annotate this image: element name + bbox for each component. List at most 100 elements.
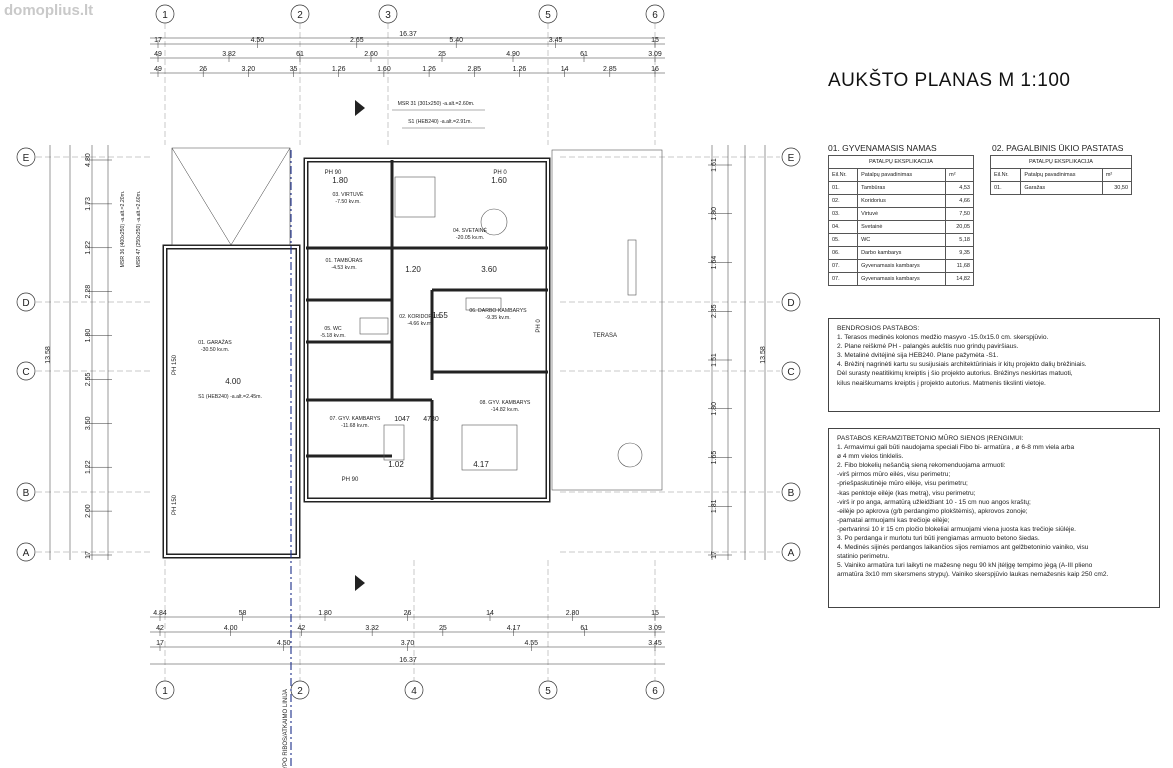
terrace-outline <box>551 149 663 491</box>
window-sill-label: PH 90 <box>325 170 342 176</box>
right-dimension-total: 13.58 <box>760 346 767 364</box>
inner-dimension: 1.60 <box>491 176 507 185</box>
room-table-cell: 02. <box>827 194 859 208</box>
room-table-cell: 05. <box>827 233 859 247</box>
axis-label-top: 1 <box>162 10 168 21</box>
plot-boundary-label: SKLYPO RIBOS/ATKAIMO LINIJA <box>283 689 289 768</box>
notes-line: -eilėje po apkrova (g/b perdangimo plokš… <box>837 507 1028 515</box>
room-number-label: 06. DARBO KAMBARYS <box>469 308 527 314</box>
room-table-cell: 01. <box>827 181 859 195</box>
terrace-label: TERASA <box>593 333 617 339</box>
axis-label-left: D <box>22 298 29 309</box>
notes-line: kilus neaiškumams kreiptis į projekto au… <box>837 379 1046 387</box>
notes-line: -virš ir po anga, armatūrą užleidžiant 1… <box>837 498 1031 506</box>
room-number-label: 03. VIRTUVĖ <box>332 191 364 198</box>
axis-label-top: 5 <box>545 10 551 21</box>
garage-table-header-cell: Eil.Nr. <box>989 168 1022 182</box>
axis-label-bottom: 4 <box>411 686 417 697</box>
room-table-cell: 5,18 <box>945 233 974 247</box>
room-table-cell: 07. <box>827 259 859 273</box>
room-table-cell: 04. <box>827 220 859 234</box>
desk-06 <box>465 297 502 311</box>
room-table-cell: Koridorius <box>857 194 947 208</box>
notes-line: 3. Metalinė dvitėjinė sija HEB240. Plane… <box>837 352 999 360</box>
window-sill-label: PH 0 <box>536 319 542 333</box>
room-area-label: -20.05 kv.m. <box>456 235 484 241</box>
room-table-cell: 4,66 <box>945 194 974 208</box>
inner-dimension: 1.02 <box>388 460 404 469</box>
room-area-label: -5.18 kv.m. <box>320 333 345 339</box>
axis-label-top: 3 <box>385 10 391 21</box>
garage-table-cell: 30,50 <box>1101 181 1133 195</box>
left-dimension-total: 13.58 <box>45 346 52 364</box>
notes-line: 1. Armavimui gali būti naudojama special… <box>837 444 1075 452</box>
room-area-label: -14.82 kv.m. <box>491 407 519 413</box>
top-dimension-total: 16.37 <box>399 31 417 38</box>
lintel-label: MSR 31 (301x250) -a.alt.=2.60m. <box>398 101 475 107</box>
room-table-cell: 20,05 <box>945 220 974 234</box>
house-wall-fill <box>305 159 549 501</box>
room-table-cell: 11,68 <box>945 259 974 273</box>
axis-label-bottom: 5 <box>545 686 551 697</box>
terrace-bench <box>627 239 637 296</box>
notes-line: -pertvarinsi 10 ir 15 cm pločio blokelia… <box>837 525 1076 533</box>
room-table-caption: PATALPŲ EKSPLIKACIJA <box>828 155 974 169</box>
room-number-label: 07. GYV. KAMBARYS <box>330 416 381 422</box>
room-table-cell: 14,82 <box>945 272 974 286</box>
notes-line: 2. Fibo blokelių nešančią sieną rekomend… <box>837 462 1006 470</box>
notes-line: 3. Po perdanga ir murlotu turi būti įren… <box>837 535 1040 543</box>
lintel-label: MSR 36 (400x250) -a.alt.=2.20m. <box>120 191 126 268</box>
notes-line: Dėl surasty neatitikimų kreiptis į šio p… <box>837 370 1073 378</box>
room-area-label: -4.53 kv.m. <box>331 265 356 271</box>
beam-label: S1 (HEB240) -a.alt.=2.45m. <box>198 394 262 400</box>
axis-label-bottom: 2 <box>297 686 303 697</box>
room-table-header-cell: Patalpų pavadinimas <box>857 168 947 182</box>
room-number-label: 02. KORIDORIUS <box>399 314 441 320</box>
garage-table-header-cell: Patalpų pavadinimas <box>1020 168 1103 182</box>
house-outer-wall <box>303 157 551 503</box>
garage-table-header-cell: m² <box>1101 168 1133 182</box>
drawing-title: AUKŠTO PLANAS M 1:100 <box>828 70 1071 91</box>
room-table-cell: 7,50 <box>945 207 974 221</box>
room-table-cell: Tambūras <box>857 181 947 195</box>
inner-dimension: 4.00 <box>225 377 241 386</box>
notes-line: statinio perimetru. <box>837 553 890 561</box>
overhang-diagonal <box>230 147 291 246</box>
inner-dimension: 4.17 <box>473 460 489 469</box>
room-area-label: -9.35 kv.m. <box>485 315 510 321</box>
garage-table-cell: Garažas <box>1020 181 1103 195</box>
watermark: domoplius.lt <box>4 2 94 19</box>
room-table-cell: WC <box>857 233 947 247</box>
notes-line: -priešpaskutinėje mūro eilėje, visu peri… <box>837 480 968 488</box>
axis-label-right: A <box>788 548 795 559</box>
notes-line: -pamatai armuojami kas trečioje eilėje; <box>837 516 950 524</box>
notes-title: PASTABOS KERAMZITBETONIO MŪRO SIENOS ĮRE… <box>837 435 1024 442</box>
dining-table <box>394 176 436 218</box>
overhang-diagonal <box>171 147 232 246</box>
garage-table-caption: PATALPŲ EKSPLIKACIJA <box>990 155 1132 169</box>
masonry-notes-box: PASTABOS KERAMZITBETONIO MŪRO SIENOS ĮRE… <box>828 428 1160 608</box>
wc-fixture <box>359 317 389 335</box>
terrace-plant <box>617 442 643 468</box>
axis-bubble-left <box>16 292 36 312</box>
axis-label-right: E <box>788 153 795 164</box>
axis-label-bottom: 1 <box>162 686 168 697</box>
window-sill-label: PH 0 <box>493 170 507 176</box>
section1-title: 01. GYVENAMASIS NAMAS <box>828 143 937 153</box>
window-sill-label: PH 90 <box>342 477 359 483</box>
axis-bubble-right <box>781 147 801 167</box>
notes-line: -virš pirmos mūro eilės, visu perimetru; <box>837 471 951 479</box>
inner-dimension: 3.60 <box>481 265 497 274</box>
garage-overhang <box>171 147 291 246</box>
section-marker-arrow <box>355 100 365 116</box>
garage-table-cell: 01. <box>989 181 1022 195</box>
